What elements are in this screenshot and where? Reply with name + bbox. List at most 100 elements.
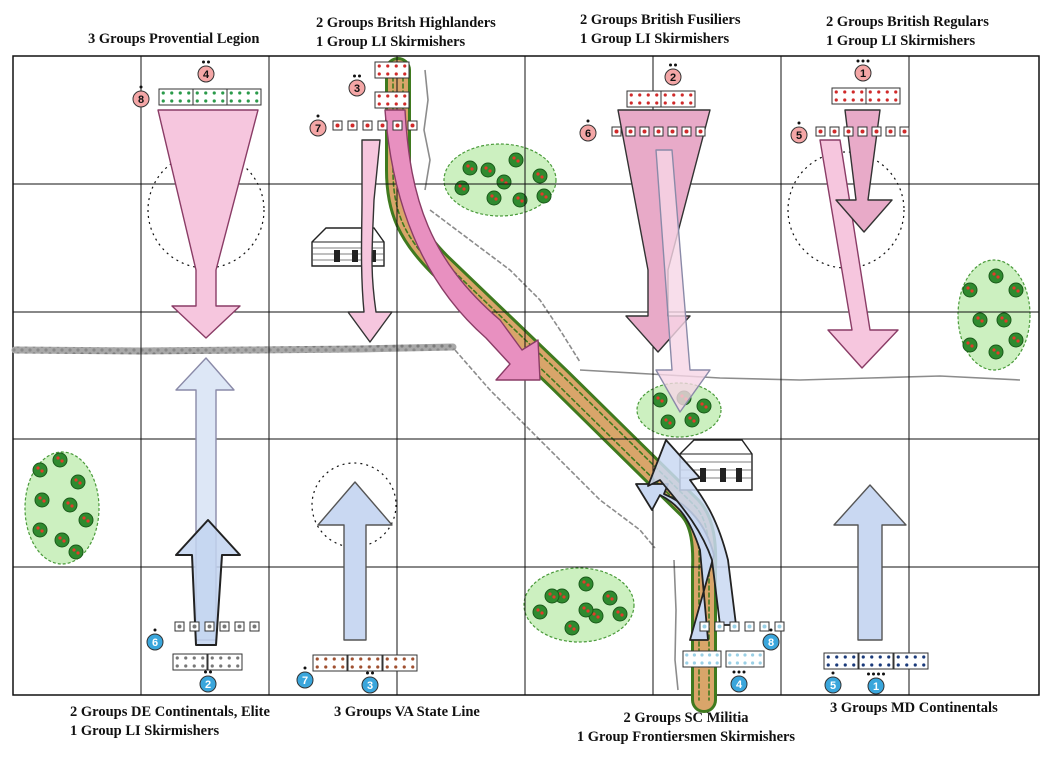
unit-marker: 1 — [854, 59, 872, 82]
unit-block — [172, 653, 208, 671]
tree-icon — [512, 192, 528, 208]
skirmisher-line — [611, 126, 706, 137]
label-line: 2 Groups SC Militia — [623, 710, 749, 726]
tree-icon — [660, 414, 676, 430]
tree-icon — [578, 576, 594, 592]
svg-text:6: 6 — [152, 637, 158, 649]
tree-icon — [508, 152, 524, 168]
label-line: 1 Group LI Skirmishers — [826, 33, 976, 49]
tree-icon — [462, 160, 478, 176]
tree-icon — [32, 462, 48, 478]
label-va-state-line: 3 Groups VA State Line — [334, 703, 480, 722]
arrow-highlanders-skirmish — [347, 139, 393, 343]
svg-text:7: 7 — [315, 123, 321, 135]
tree-icon — [454, 180, 470, 196]
arrow-regulars-short — [835, 109, 893, 233]
tree-icon — [564, 620, 580, 636]
unit-block — [374, 61, 410, 79]
label-line: 3 Groups VA State Line — [334, 704, 480, 720]
label-line: 3 Groups MD Continentals — [830, 700, 998, 716]
tree-icon — [578, 602, 594, 618]
unit-marker: 4 — [197, 60, 215, 83]
unit-block — [374, 91, 410, 109]
unit-block — [626, 90, 662, 108]
label-md-continentals: 3 Groups MD Continentals — [830, 699, 998, 718]
svg-text:3: 3 — [354, 83, 360, 95]
unit-block — [858, 652, 894, 670]
label-line: 1 Group LI Skirmishers — [316, 34, 466, 50]
tree-icon — [684, 412, 700, 428]
unit-block — [347, 654, 383, 672]
unit-block — [158, 88, 194, 106]
tree-icon — [602, 590, 618, 606]
svg-text:4: 4 — [736, 679, 743, 691]
arrow-va-state-line — [317, 481, 393, 641]
unit-block — [831, 87, 867, 105]
label-de-continentals: 2 Groups DE Continentals, Elite 1 Group … — [70, 703, 270, 741]
label-line: 2 Groups British Regulars — [826, 14, 989, 30]
label-line: 2 Groups Britsh Highlanders — [316, 15, 496, 31]
unit-marker: 7 — [309, 114, 327, 137]
tree-icon — [1008, 332, 1024, 348]
label-line: 2 Groups British Fusiliers — [580, 12, 741, 28]
tree-icon — [62, 497, 78, 513]
tree-icon — [996, 312, 1012, 328]
unit-block — [226, 88, 262, 106]
label-line: 2 Groups DE Continentals, Elite — [70, 704, 270, 720]
svg-text:1: 1 — [873, 681, 879, 693]
unit-block — [312, 654, 348, 672]
unit-marker: 2 — [664, 63, 682, 86]
british-arrows — [157, 109, 899, 413]
unit-marker: 3 — [361, 671, 379, 694]
unit-blocks — [158, 61, 929, 672]
tree-icon — [52, 452, 68, 468]
svg-text:6: 6 — [585, 128, 591, 140]
skirmisher-line — [699, 621, 785, 632]
tree-icon — [652, 392, 668, 408]
arrow-sc-militia-right — [647, 439, 737, 626]
tree-icon — [68, 544, 84, 560]
unit-block — [823, 652, 859, 670]
tree-icon — [696, 398, 712, 414]
svg-text:2: 2 — [205, 679, 211, 691]
tree-icon — [536, 188, 552, 204]
tree-icon — [962, 337, 978, 353]
tree-icon — [54, 532, 70, 548]
skirmisher-line — [332, 120, 418, 131]
label-provential-legion: 3 Groups Provential Legion — [88, 30, 259, 49]
unit-marker: 8 — [762, 628, 780, 651]
unit-block — [725, 650, 765, 668]
svg-text:3: 3 — [367, 680, 373, 692]
svg-text:5: 5 — [796, 130, 802, 142]
stone-wall — [11, 343, 457, 355]
unit-marker: 5 — [790, 121, 808, 144]
unit-block — [382, 654, 418, 672]
tree-icon — [988, 344, 1004, 360]
label-line: 1 Group LI Skirmishers — [70, 723, 220, 739]
label-line: 1 Group LI Skirmishers — [580, 31, 730, 47]
tree-icon — [544, 588, 560, 604]
arrow-highlanders-column — [384, 109, 541, 381]
tree-icon — [496, 174, 512, 190]
unit-block — [660, 90, 696, 108]
svg-text:8: 8 — [138, 94, 144, 106]
tree-icon — [532, 168, 548, 184]
svg-text:7: 7 — [302, 675, 308, 687]
label-line: 1 Group Frontiersmen Skirmishers — [576, 729, 796, 745]
svg-text:4: 4 — [203, 69, 210, 81]
tree-icon — [962, 282, 978, 298]
tree-icon — [70, 474, 86, 490]
unit-marker: 4 — [730, 670, 748, 693]
unit-marker: 1 — [867, 672, 885, 695]
tree-icon — [486, 190, 502, 206]
label-highlanders: 2 Groups Britsh Highlanders 1 Group LI S… — [316, 14, 496, 52]
label-regulars: 2 Groups British Regulars 1 Group LI Ski… — [826, 13, 989, 51]
arrow-provential-legion — [157, 109, 259, 339]
tree-icon — [78, 512, 94, 528]
unit-block — [865, 87, 901, 105]
label-line: 3 Groups Provential Legion — [88, 31, 260, 47]
tree-icon — [532, 604, 548, 620]
skirmisher-line — [815, 126, 910, 137]
tree-icon — [480, 162, 496, 178]
